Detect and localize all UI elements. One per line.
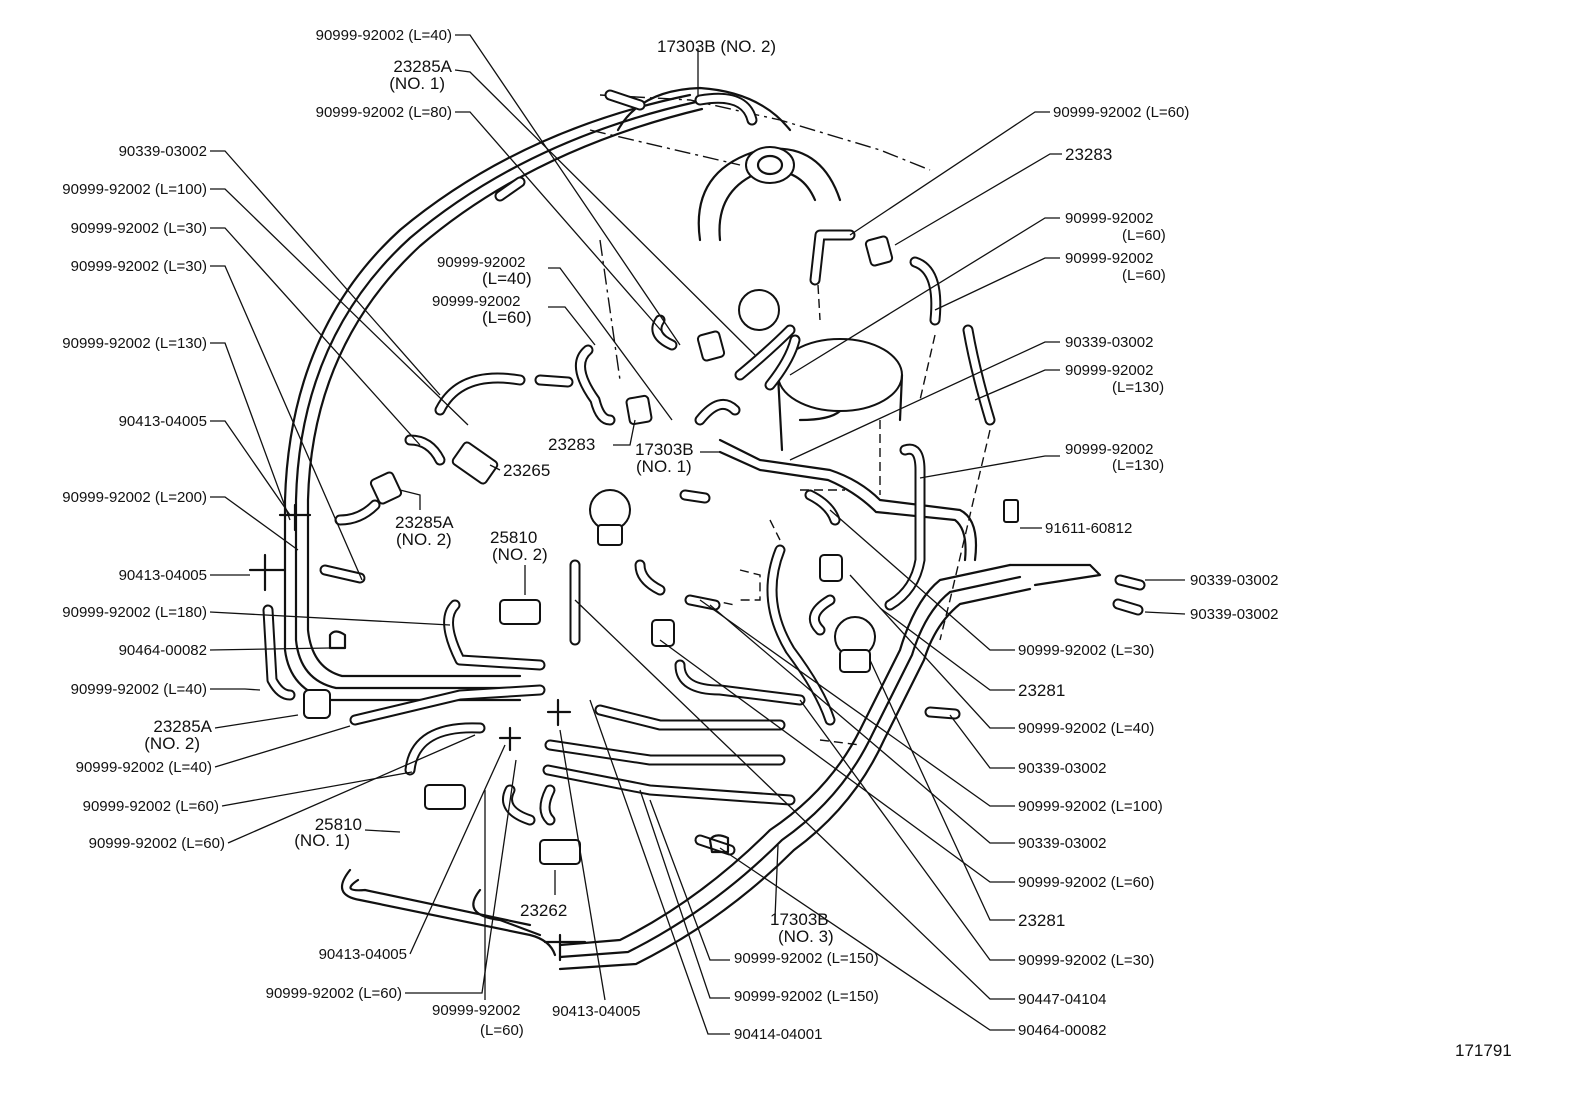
part-label: 90999-92002 (L=60): [1053, 104, 1189, 121]
part-label: 90999-92002 (L=40): [76, 759, 212, 776]
check-valves: [303, 235, 894, 719]
bvsv-valves: [424, 441, 1019, 865]
part-label: 90414-04001: [734, 1026, 822, 1043]
part-label: 90999-92002 (L=30): [71, 220, 207, 237]
part-label: 90999-92002 (L=30): [1018, 642, 1154, 659]
part-label: 90999-92002: [432, 293, 520, 310]
part-label: 25810: [490, 528, 537, 547]
part-label: 90999-92002 (L=150): [734, 988, 879, 1005]
part-label: 91611-60812: [1045, 520, 1132, 537]
part-label: (NO. 3): [778, 927, 834, 946]
part-label: 23285A: [153, 717, 212, 736]
part-label: 23281: [1018, 681, 1065, 700]
part-label: 90999-92002: [1065, 250, 1153, 267]
part-label: 23285A: [393, 57, 452, 76]
part-label: (NO. 2): [396, 530, 452, 549]
part-label: 90999-92002 (L=60): [89, 835, 225, 852]
engine-drawing: [248, 86, 1146, 971]
part-label: 90999-92002: [437, 254, 525, 271]
tees: [248, 503, 587, 962]
part-label: 23265: [503, 461, 550, 480]
part-label: 90447-04104: [1018, 991, 1106, 1008]
part-label: 90339-03002: [1018, 835, 1106, 852]
part-label: 90999-92002 (L=80): [316, 104, 452, 121]
part-label: 90999-92002: [1065, 441, 1153, 458]
part-label: 23285A: [395, 513, 454, 532]
part-label: (NO. 1): [294, 831, 350, 850]
part-label: 90339-03002: [1065, 334, 1153, 351]
part-label: 90999-92002 (L=130): [62, 335, 207, 352]
part-label: 90999-92002 (L=200): [62, 489, 207, 506]
part-label: 23283: [548, 435, 595, 454]
hoses: [262, 229, 996, 856]
part-label: 17303B (NO. 2): [657, 37, 776, 56]
part-label: 90999-92002 (L=30): [1018, 952, 1154, 969]
part-label: 90999-92002 (L=100): [1018, 798, 1163, 815]
part-label: 90413-04005: [552, 1003, 640, 1020]
part-label: 90999-92002 (L=40): [71, 681, 207, 698]
part-label: 90413-04005: [119, 567, 207, 584]
part-label: 90999-92002 (L=40): [316, 27, 452, 44]
part-label: 23262: [520, 901, 567, 920]
part-label: 90413-04005: [119, 413, 207, 430]
part-label: 90999-92002 (L=60): [1018, 874, 1154, 891]
part-label: 90464-00082: [119, 642, 207, 659]
part-label: 17303B: [635, 440, 694, 459]
part-labels: 90999-92002 (L=40) 17303B (NO. 2) 23285A…: [62, 27, 1278, 1043]
part-label: (L=60): [1122, 267, 1166, 284]
part-label: 90339-03002: [1018, 760, 1106, 777]
part-label: 90339-03002: [1190, 572, 1278, 589]
part-label: 90413-04005: [319, 946, 407, 963]
part-label: 90999-92002: [432, 1002, 520, 1019]
part-label: 90999-92002 (L=60): [266, 985, 402, 1002]
part-label: 23283: [1065, 145, 1112, 164]
part-label: 90999-92002 (L=150): [734, 950, 879, 967]
part-label: 90999-92002 (L=100): [62, 181, 207, 198]
part-label: 90999-92002 (L=40): [1018, 720, 1154, 737]
diagram-id: 171791: [1455, 1041, 1512, 1060]
part-label: (NO. 2): [144, 734, 200, 753]
part-label: (L=40): [482, 269, 532, 288]
part-label: 17303B: [770, 910, 829, 929]
part-label: (NO. 2): [492, 545, 548, 564]
part-label: (NO. 1): [636, 457, 692, 476]
part-label: 90999-92002: [1065, 210, 1153, 227]
part-label: 25810: [315, 815, 362, 834]
part-label: 90339-03002: [1190, 606, 1278, 623]
fittings: [328, 489, 1146, 854]
part-label: 23281: [1018, 911, 1065, 930]
part-label: 90999-92002 (L=60): [83, 798, 219, 815]
part-label: 90999-92002 (L=180): [62, 604, 207, 621]
part-label: (L=60): [482, 308, 532, 327]
leader-lines: [209, 34, 1186, 1035]
part-label: 90339-03002: [119, 143, 207, 160]
part-label: (L=130): [1112, 457, 1164, 474]
part-label: 90464-00082: [1018, 1022, 1106, 1039]
part-label: (L=60): [1122, 227, 1166, 244]
part-label: (L=130): [1112, 379, 1164, 396]
part-label: (L=60): [480, 1022, 524, 1039]
part-label: 90999-92002: [1065, 362, 1153, 379]
part-label: (NO. 1): [389, 74, 445, 93]
part-label: 90999-92002 (L=30): [71, 258, 207, 275]
